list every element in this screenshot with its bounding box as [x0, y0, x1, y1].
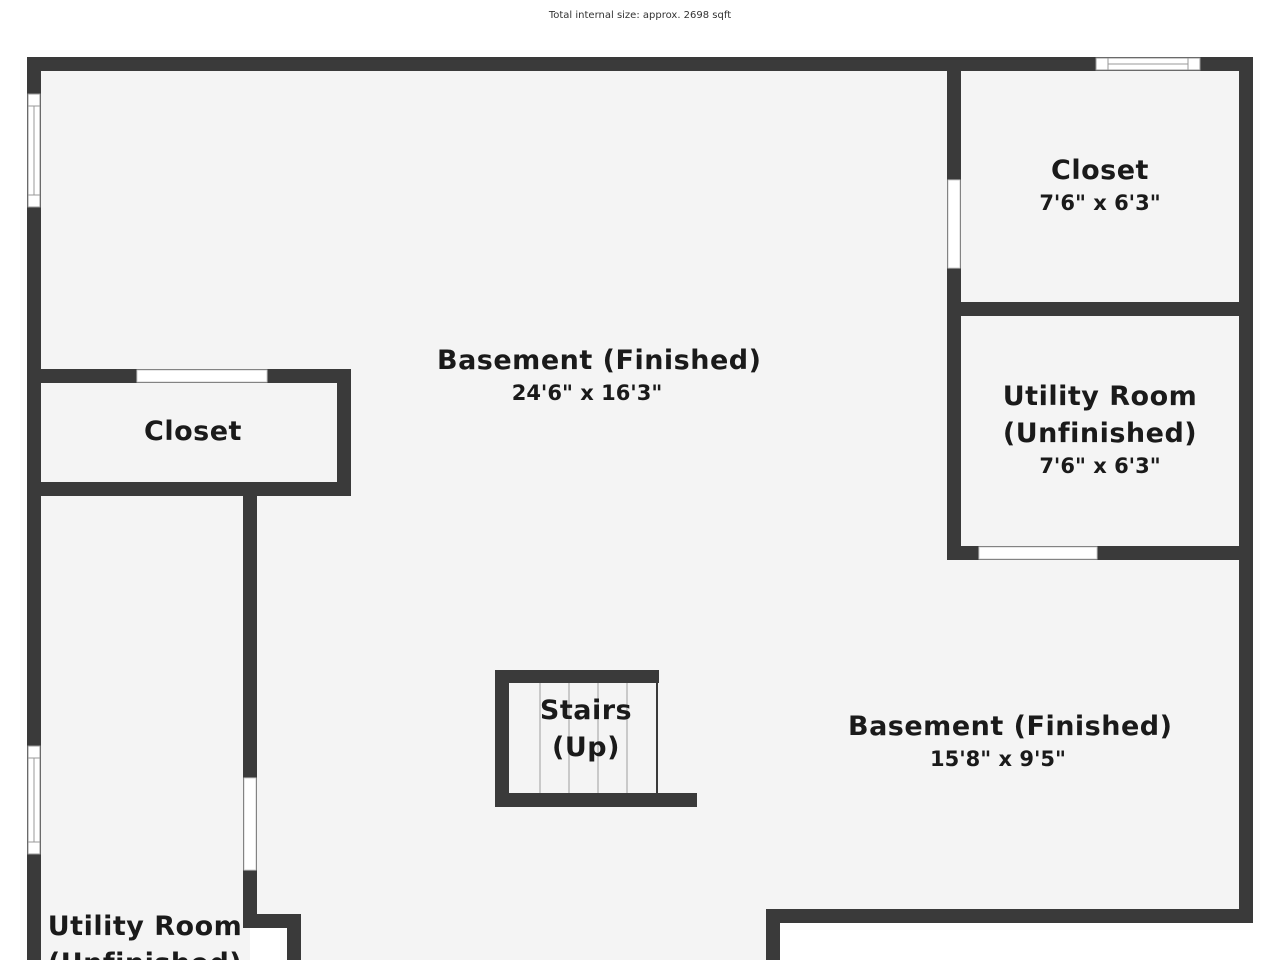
room-name: Basement (Finished): [437, 345, 762, 376]
wall-stairs-bottom: [495, 793, 697, 807]
room-dimensions: 7'6" x 6'3": [1039, 454, 1161, 478]
window-left-lower: [27, 745, 41, 855]
door-right-utility: [978, 546, 1098, 560]
wall-closet-utility-divider: [947, 302, 1253, 316]
window-left-upper: [27, 93, 41, 208]
total-size-caption: Total internal size: approx. 2698 sqft: [548, 10, 732, 21]
wall-left-utility-jog: [243, 914, 300, 928]
room-label-utility-right: Utility Room (Unfinished) 7'6" x 6'3": [990, 378, 1210, 480]
window-top-right: [1095, 57, 1201, 71]
room-dimensions: 24'6" x 16'3": [511, 381, 663, 405]
door-openings: [136, 179, 1098, 871]
room-label-utility-left: Utility Room (Unfinished): [45, 908, 245, 960]
room-label-basement-lower: Basement (Finished) 15'8" x 9'5": [848, 708, 1173, 773]
wall-right: [1239, 57, 1253, 923]
wall-left-closet-bottom: [27, 482, 351, 496]
door-top-right-closet: [947, 179, 961, 269]
wall-left-utility-lower: [287, 914, 301, 960]
windows: [27, 57, 1201, 855]
room-name: Closet: [144, 416, 242, 447]
stairs-line2: (Up): [552, 732, 620, 763]
room-name-line1: Utility Room: [47, 911, 243, 942]
wall-left-closet-right: [337, 369, 351, 496]
room-name: Closet: [1051, 155, 1149, 186]
walls: [27, 57, 1253, 960]
wall-stairs-top: [495, 670, 659, 683]
room-label-stairs: Stairs (Up): [525, 692, 647, 766]
floor-left-corridor: [34, 490, 250, 960]
room-dimensions: 7'6" x 6'3": [1039, 191, 1161, 215]
stairs-line1: Stairs: [539, 695, 633, 726]
room-label-closet-left: Closet: [118, 413, 268, 450]
room-name: Basement (Finished): [848, 711, 1173, 742]
wall-left: [27, 57, 41, 960]
wall-top: [27, 57, 1253, 71]
door-left-closet: [136, 369, 268, 383]
wall-bottom-right-drop: [766, 909, 780, 960]
room-name-line2: (Unfinished): [1002, 418, 1198, 449]
room-label-closet-top-right: Closet 7'6" x 6'3": [1000, 152, 1200, 217]
floor-area: [34, 64, 1246, 960]
room-label-basement-main: Basement (Finished) 24'6" x 16'3": [437, 342, 762, 407]
wall-stairs-left: [495, 670, 509, 807]
room-name-line2: (Unfinished): [45, 945, 245, 960]
door-left-utility: [243, 777, 257, 871]
stair-treads: [539, 683, 628, 793]
wall-bottom-right: [766, 909, 1253, 923]
room-dimensions: 15'8" x 9'5": [930, 747, 1066, 771]
room-name-line1: Utility Room: [1002, 381, 1198, 412]
